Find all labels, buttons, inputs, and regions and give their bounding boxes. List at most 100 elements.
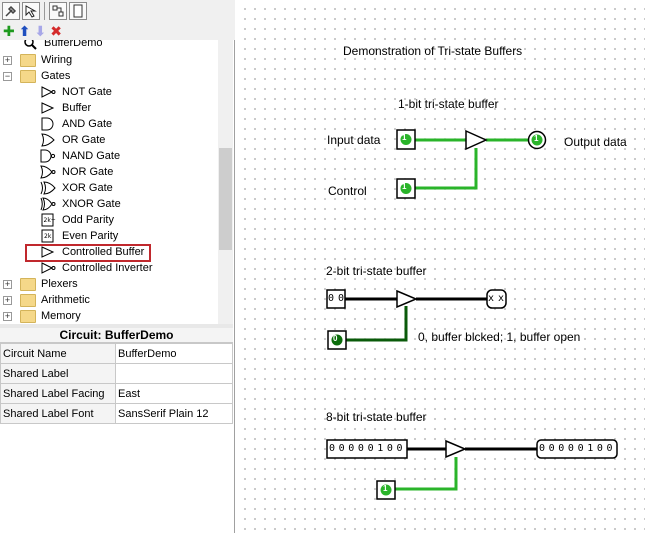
wire-control — [345, 306, 408, 342]
svg-text:2k+1: 2k+1 — [44, 217, 57, 224]
property-key: Shared Label Facing — [0, 383, 116, 404]
circuit-drawing — [326, 129, 618, 500]
tree-item-label: Controlled Buffer — [62, 246, 145, 258]
output-pin[interactable] — [536, 439, 618, 459]
tree-item-even-parity[interactable]: 2k Even Parity — [40, 228, 118, 244]
move-down-icon[interactable]: ⬇ — [34, 22, 47, 39]
expand-icon[interactable]: + — [3, 311, 12, 321]
canvas-title: Demonstration of Tri-state Buffers — [343, 44, 523, 58]
tree-folder-plexers[interactable]: Plexers — [20, 276, 78, 292]
property-value-label-font[interactable]: SansSerif Plain 12 — [115, 403, 233, 424]
wire-control — [415, 148, 478, 190]
tree-item-nand-gate[interactable]: NAND Gate — [40, 148, 120, 164]
property-row: Circuit Name BufferDemo — [0, 343, 233, 364]
tri-state-buffer-8bit[interactable] — [445, 439, 467, 459]
divider-handle[interactable] — [0, 324, 233, 328]
nand-gate-icon — [40, 149, 56, 163]
tree-folder-arithmetic[interactable]: Arithmetic — [20, 292, 90, 308]
selection-highlight — [25, 244, 151, 262]
tree-item-label: XOR Gate — [62, 182, 113, 194]
property-value-shared-label[interactable] — [115, 363, 233, 384]
tree-item-label: NAND Gate — [62, 150, 121, 162]
folder-icon — [20, 69, 36, 83]
tree-item-or-gate[interactable]: OR Gate — [40, 132, 105, 148]
component-tree: BufferDemo Wiring + Gates − NOT Gate Buf… — [0, 40, 233, 324]
delete-icon[interactable]: ✖ — [50, 22, 62, 39]
tree-folder-gates[interactable]: Gates — [20, 68, 70, 84]
properties-table: Circuit Name BufferDemo Shared Label Sha… — [0, 343, 233, 424]
input-pin-value: 1 — [402, 133, 407, 142]
buffer-gate-icon — [41, 102, 55, 114]
property-value-label-facing[interactable]: East — [115, 383, 233, 404]
poke-tool-icon[interactable] — [2, 2, 20, 20]
wire-control — [395, 457, 458, 491]
control-pin-value: 0 — [333, 334, 338, 343]
tree-item-label: NOT Gate — [62, 86, 112, 98]
controlled-buffer-icon — [41, 246, 55, 258]
tree-folder-wiring[interactable]: Wiring — [20, 52, 72, 68]
layout-view-icon[interactable] — [49, 2, 67, 20]
tree-scrollbar[interactable] — [218, 40, 233, 324]
tri-state-buffer-1bit[interactable] — [465, 129, 488, 151]
tree-item-nor-gate[interactable]: NOR Gate — [40, 164, 113, 180]
folder-icon — [20, 293, 36, 307]
circuit-canvas[interactable]: Demonstration of Tri-state Buffers 1-bit… — [236, 0, 645, 533]
two-bit-circuit — [326, 289, 507, 350]
pin-led — [400, 134, 412, 145]
tree-item-label: OR Gate — [62, 134, 106, 146]
xor-gate-icon — [40, 181, 56, 195]
property-value-circuit-name[interactable]: BufferDemo — [115, 343, 233, 364]
collapse-icon[interactable]: − — [3, 71, 12, 81]
nor-gate-icon — [40, 165, 56, 179]
odd-parity-icon: 2k+1 — [41, 213, 57, 227]
property-row: Shared Label Facing East — [0, 383, 233, 404]
one-bit-circuit — [396, 129, 547, 199]
tree-item-odd-parity[interactable]: 2k+1 Odd Parity — [40, 212, 114, 228]
tree-item-buffer[interactable]: Buffer — [40, 100, 91, 116]
tree-item-label: BufferDemo — [44, 40, 103, 49]
folder-icon — [20, 309, 36, 323]
or-gate-icon — [41, 133, 55, 147]
tree-item-controlled-buffer[interactable]: Controlled Buffer — [40, 244, 144, 260]
tree-item-label: AND Gate — [62, 118, 113, 130]
tree-item-not-gate[interactable]: NOT Gate — [40, 84, 112, 100]
property-row: Shared Label Font SansSerif Plain 12 — [0, 403, 233, 424]
magnifier-icon — [24, 40, 37, 50]
tree-item-controlled-inverter[interactable]: Controlled Inverter — [40, 260, 153, 276]
folder-icon — [20, 53, 36, 67]
input-pin-data[interactable] — [326, 439, 408, 459]
tree-item-label: Controlled Inverter — [62, 262, 153, 274]
control-pin-value: 1 — [402, 182, 407, 191]
expand-icon[interactable]: + — [3, 279, 12, 289]
tree-item-xnor-gate[interactable]: XNOR Gate — [40, 196, 121, 212]
edit-tool-icon[interactable] — [22, 2, 40, 20]
tree-item-bufferdemo[interactable]: BufferDemo — [22, 40, 103, 51]
tree-item-and-gate[interactable]: AND Gate — [40, 116, 112, 132]
controlled-inverter-icon — [41, 262, 56, 274]
add-icon[interactable]: ✚ — [3, 22, 15, 39]
tree-item-label: Odd Parity — [62, 214, 114, 226]
control-pin-value: 1 — [383, 484, 388, 493]
folder-label: Plexers — [41, 278, 78, 290]
even-parity-icon: 2k — [41, 229, 54, 243]
tri-state-buffer-2bit[interactable] — [396, 289, 418, 309]
output-pin[interactable] — [486, 289, 507, 309]
folder-icon — [20, 277, 36, 291]
folder-label: Arithmetic — [41, 294, 90, 306]
property-key: Shared Label Font — [0, 403, 116, 424]
expand-icon[interactable]: + — [3, 295, 12, 305]
xnor-gate-icon — [40, 197, 56, 211]
tree-folder-memory[interactable]: Memory — [20, 308, 81, 324]
appearance-view-icon[interactable] — [69, 2, 87, 20]
property-key: Circuit Name — [0, 343, 116, 364]
pin-led — [331, 334, 343, 346]
move-up-icon[interactable]: ⬆ — [18, 22, 31, 39]
tree-item-xor-gate[interactable]: XOR Gate — [40, 180, 113, 196]
scrollbar-thumb[interactable] — [219, 148, 232, 250]
input-data-label: Input data — [327, 133, 381, 147]
folder-label: Wiring — [41, 54, 73, 66]
folder-label: Memory — [41, 310, 81, 322]
input-pin-data[interactable] — [326, 289, 346, 309]
expand-icon[interactable]: + — [3, 55, 12, 65]
pin-led — [380, 484, 392, 496]
